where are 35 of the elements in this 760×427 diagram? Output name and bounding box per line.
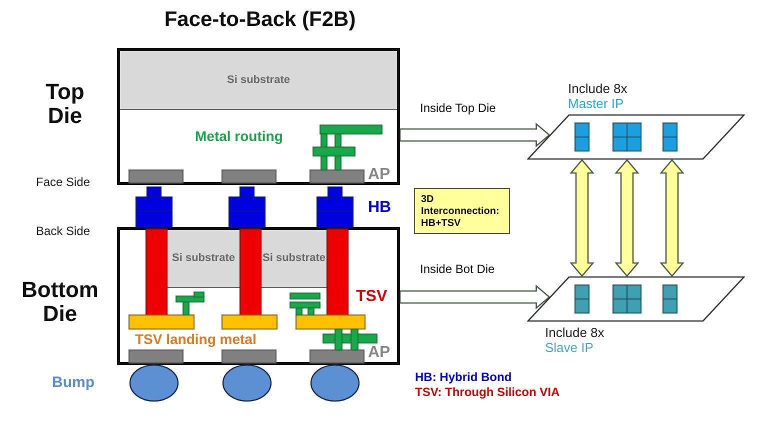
text-label: TSV landing metal (135, 331, 256, 347)
plane-caption: Include 8x (568, 82, 628, 96)
substrate-block (167, 230, 240, 288)
block-arrow (399, 284, 550, 310)
substrate-block (261, 230, 327, 288)
die-plane (527, 276, 745, 322)
block-arrow (614, 159, 640, 277)
substrate-label: Si substrate (227, 74, 290, 86)
substrate-block (120, 51, 397, 110)
block-arrow (399, 122, 550, 148)
text-label: Bump (52, 374, 94, 391)
text-label: Back Side (36, 224, 90, 238)
die-plane (527, 114, 745, 160)
text-label: AP (368, 344, 390, 362)
die-label: Top Die (44, 80, 86, 128)
text-label: HB: Hybrid Bond (415, 370, 512, 384)
substrate-label: Si substrate (172, 252, 235, 265)
substrate-label: Si substrate (262, 252, 326, 265)
edge-label: Inside Top Die (420, 101, 496, 115)
die-box (117, 48, 400, 185)
text-label: Face Side (36, 175, 90, 189)
plane-caption: Slave IP (545, 341, 594, 356)
block-arrow (570, 159, 594, 277)
text-label: Metal routing (195, 128, 283, 144)
plane-caption: Master IP (568, 97, 624, 112)
block-arrow (660, 159, 684, 277)
text-label: HB (368, 199, 392, 217)
note-box: 3D Interconnection: HB+TSV (414, 188, 510, 234)
text-label: TSV (356, 288, 388, 306)
diagram-title: Face-to-Back (F2B) (163, 8, 357, 32)
text-label: TSV: Through Silicon VIA (415, 385, 560, 399)
plane-caption: Include 8x (545, 326, 604, 340)
die-label: Bottom Die (20, 278, 100, 326)
text-label: AP (368, 166, 390, 184)
edge-label: Inside Bot Die (420, 262, 495, 276)
